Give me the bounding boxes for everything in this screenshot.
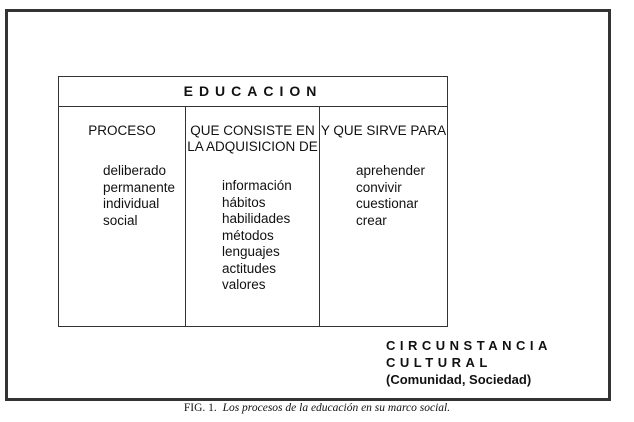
list-item: información: [222, 178, 292, 193]
figure-caption: FIG. 1. Los procesos de la educación en …: [0, 402, 634, 414]
column-adquisicion: QUE CONSISTE EN LA ADQUISICION DE inform…: [186, 107, 320, 326]
context-line: CIRCUNSTANCIA: [386, 338, 552, 353]
column-header-text: QUE CONSISTE EN LA ADQUISICION DE: [187, 123, 318, 154]
figure-frame: [5, 9, 611, 401]
list-item: individual: [103, 196, 160, 211]
list-item: actitudes: [222, 260, 277, 276]
list-item: permanente: [103, 179, 176, 195]
list-item: habilidades: [222, 211, 291, 226]
column-header: Y QUE SIRVE PARA: [320, 123, 447, 138]
caption-text: Los procesos de la educación en su marco…: [222, 402, 451, 414]
context-line: CULTURAL: [386, 355, 492, 370]
list-item: aprehender: [356, 163, 426, 178]
list-item: hábitos: [222, 194, 266, 210]
cultural-context: CIRCUNSTANCIA CULTURAL (Comunidad, Socie…: [386, 337, 552, 388]
list-item: cuestionar: [356, 196, 419, 211]
caption-label: FIG. 1.: [183, 402, 217, 414]
list-item: crear: [356, 212, 387, 228]
table-title: EDUCACION: [59, 77, 447, 107]
column-header: PROCESO: [88, 123, 156, 138]
list-item: métodos: [222, 227, 274, 243]
list-item: deliberado: [103, 163, 167, 178]
column-header: QUE CONSISTE EN LA ADQUISICION DE: [186, 123, 319, 155]
list-item: social: [103, 212, 138, 228]
list-item: lenguajes: [222, 244, 280, 259]
list-item: convivir: [356, 179, 402, 195]
context-line: (Comunidad, Sociedad): [386, 372, 532, 387]
list-item: valores: [222, 277, 266, 292]
